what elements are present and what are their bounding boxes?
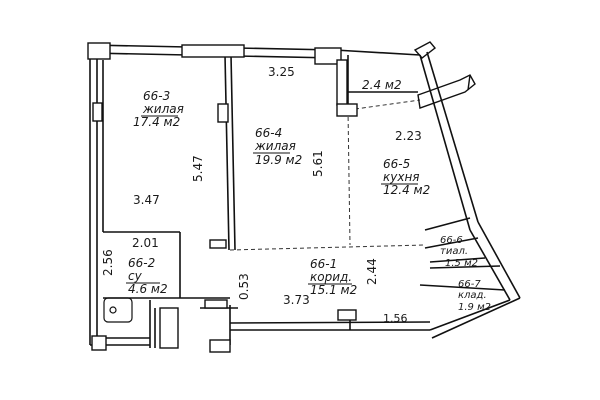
- room-66-4-area: 19.9 м2: [255, 153, 302, 167]
- room-66-7-area: 1.9 м2: [458, 302, 491, 313]
- dim-room3-height: 5.47: [191, 155, 205, 182]
- dim-corridor-width: 3.73: [283, 293, 310, 307]
- balcony-area: 2.4 м2: [362, 78, 402, 92]
- dim-room3-width: 3.47: [133, 193, 160, 207]
- room-66-2-area: 4.6 м2: [128, 282, 168, 296]
- room-66-2-name: су: [128, 269, 143, 283]
- room-66-2-label: 66-2 су 4.6 м2: [126, 256, 168, 296]
- room-66-7-name: клад.: [458, 290, 487, 301]
- columns: [87, 42, 358, 353]
- room-66-2-id: 66-2: [128, 256, 155, 270]
- room-66-5-label: 66-5 кухня 12.4 м2: [381, 157, 430, 197]
- room-66-3-id: 66-3: [143, 89, 170, 103]
- room-66-1-id: 66-1: [310, 257, 337, 271]
- room-66-3-area: 17.4 м2: [133, 115, 180, 129]
- room-66-4-name: жилая: [254, 139, 296, 153]
- room-66-1-name: корид.: [310, 270, 352, 284]
- sink-icon: [103, 297, 133, 323]
- room-66-6-id: 66-6: [440, 235, 463, 246]
- dim-room4-height: 5.61: [311, 150, 325, 177]
- room-66-4-label: 66-4 жилая 19.9 м2: [253, 126, 302, 167]
- room-66-6-name: тиал.: [440, 246, 468, 257]
- room-66-5-area: 12.4 м2: [383, 183, 430, 197]
- room-66-7-id: 66-7: [458, 279, 481, 290]
- room-66-5-id: 66-5: [383, 157, 410, 171]
- walls: [89, 44, 521, 348]
- room-66-4-id: 66-4: [255, 126, 282, 140]
- room-66-3-label: 66-3 жилая 17.4 м2: [133, 89, 184, 129]
- balcony-rails: [413, 41, 476, 109]
- dim-corridor-height: 2.44: [365, 258, 379, 285]
- dashed-lines: [229, 99, 426, 251]
- room-66-3-name: жилая: [142, 102, 184, 116]
- room-66-1-label: 66-1 корид. 15.1 м2: [308, 257, 357, 297]
- room-66-7-label: 66-7 клад. 1.9 м2: [458, 279, 491, 313]
- dim-bottom-right: 1.56: [383, 312, 408, 325]
- room-66-1-area: 15.1 м2: [310, 283, 357, 297]
- dim-bath-height: 2.56: [101, 249, 115, 276]
- dim-top-mid: 3.25: [268, 65, 295, 79]
- dim-kitchen-width: 2.23: [395, 129, 422, 143]
- room-66-6-area: 1.5 м2: [445, 258, 478, 269]
- dim-corridor-small: 0.53: [237, 273, 251, 300]
- room-66-5-name: кухня: [383, 170, 420, 184]
- room-66-6-label: 66-6 тиал. 1.5 м2: [440, 235, 478, 269]
- dim-bath-width: 2.01: [132, 236, 159, 250]
